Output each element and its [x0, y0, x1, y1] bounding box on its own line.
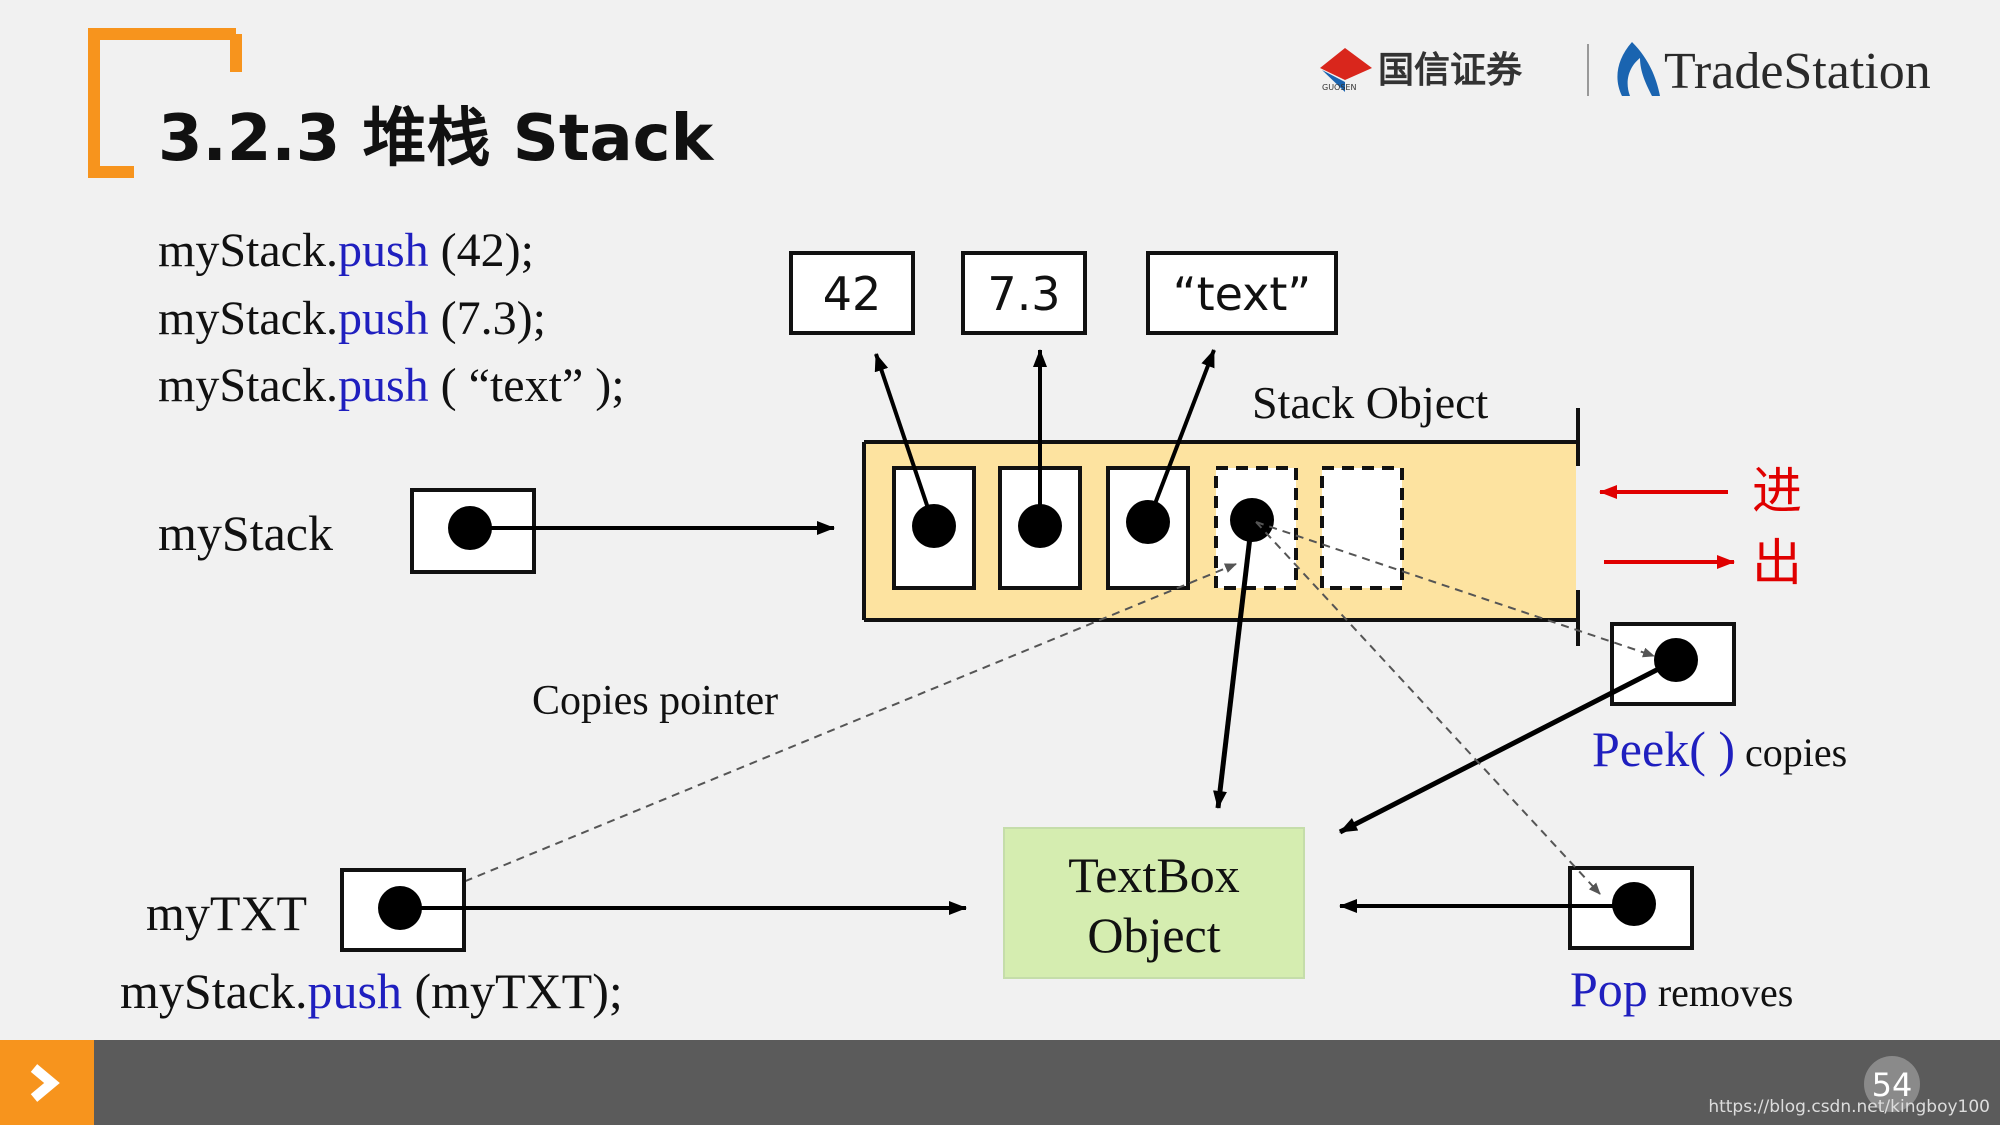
tradestation-logo-text: TradeStation	[1664, 43, 1931, 100]
svg-text:42: 42	[823, 267, 882, 321]
tradestation-flame-icon	[1617, 42, 1660, 96]
guosen-logo: GUOSEN 国信证券	[1320, 48, 1523, 92]
pop-out-label: 出	[1752, 534, 1802, 592]
code-line-2: myStack.push (7.3);	[158, 292, 546, 345]
push-in-label: 进	[1752, 462, 1802, 520]
code-line-1: myStack.push (42);	[158, 224, 534, 277]
svg-text:“text”: “text”	[1173, 267, 1311, 321]
guosen-logo-text: 国信证券	[1378, 50, 1523, 91]
page-number-badge	[1864, 1056, 1920, 1112]
arrow-peek-to-textbox	[1338, 657, 1678, 835]
code-line-3: myStack.push ( “text” );	[158, 359, 625, 412]
stack-slot-3	[1106, 466, 1190, 590]
pop-caption: Pop removes	[1570, 961, 1793, 1017]
chevron-right-icon	[30, 1064, 60, 1102]
svg-text:7.3: 7.3	[987, 267, 1060, 321]
mystack-pointer-box	[410, 488, 536, 574]
arrow-slot4-to-textbox	[1213, 519, 1255, 809]
arrow-slot3-to-text	[1146, 349, 1216, 523]
mytxt-label: myTXT	[146, 885, 307, 941]
stack-slot-4-dashed	[1214, 466, 1298, 590]
stack-slot-1	[892, 466, 976, 590]
stack-slot-5-empty	[1320, 466, 1404, 590]
watermark-url: https://blog.csdn.net/kingboy100	[1708, 1097, 1990, 1117]
tradestation-logo: TradeStation	[1617, 42, 1931, 100]
mystack-label: myStack	[158, 505, 333, 561]
svg-text:GUOSEN: GUOSEN	[1322, 83, 1356, 92]
stack-object-label: Stack Object	[1252, 377, 1489, 428]
guosen-diamond-icon	[1320, 48, 1372, 80]
page-number: 54	[1872, 1066, 1913, 1104]
value-box-text: “text”	[1146, 251, 1338, 335]
svg-text:TextBox: TextBox	[1068, 847, 1239, 903]
peek-caption: Peek( ) copies	[1592, 721, 1847, 777]
bottom-code-line: myStack.push (myTXT);	[120, 963, 623, 1019]
value-box-42: 42	[789, 251, 915, 335]
code-block: myStack.push (42); myStack.push (7.3); m…	[158, 224, 625, 412]
dashed-pop-remove	[1255, 521, 1601, 895]
value-box-7-3: 7.3	[961, 251, 1087, 335]
copies-pointer-label: Copies pointer	[532, 678, 778, 724]
arrow-slot1-to-42	[874, 353, 936, 527]
title-bracket	[88, 28, 236, 178]
textbox-object: TextBox Object	[1003, 827, 1305, 979]
svg-text:Object: Object	[1087, 907, 1220, 963]
dashed-copy-pointer	[399, 563, 1237, 909]
footer-bar	[0, 1040, 2000, 1125]
slide-title: 3.2.3 堆栈 Stack	[158, 102, 715, 176]
